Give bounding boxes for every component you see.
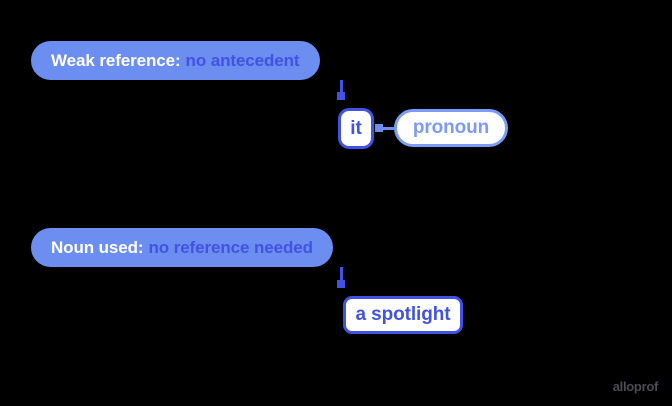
bubble-weak-reference: Weak reference: no antecedent <box>31 41 320 80</box>
connector-weak-reference-endpoint-marker <box>337 92 345 100</box>
connector-pronoun-start-marker <box>375 124 383 132</box>
label-pronoun-text: pronoun <box>412 117 490 138</box>
label-pronoun: pronoun <box>394 109 508 147</box>
token-it: it <box>338 108 374 149</box>
alloprof-logo: alloprof <box>612 379 659 394</box>
connector-noun-used-vertical <box>340 267 343 285</box>
bubble-weak-reference-tail: no antecedent <box>185 50 300 70</box>
bubble-noun-used: Noun used: no reference needed <box>31 228 333 267</box>
bubble-noun-used-lead: Noun used: <box>51 237 144 257</box>
connector-pronoun-horizontal <box>380 127 396 130</box>
token-a-spotlight: a spotlight <box>343 296 463 334</box>
bubble-noun-used-tail: no reference needed <box>148 237 313 257</box>
token-a-spotlight-label: a spotlight <box>355 304 451 325</box>
connector-weak-reference-vertical <box>340 80 343 98</box>
token-it-label: it <box>350 117 362 139</box>
bubble-weak-reference-lead: Weak reference: <box>51 50 181 70</box>
connector-noun-used-endpoint-marker <box>337 280 345 288</box>
